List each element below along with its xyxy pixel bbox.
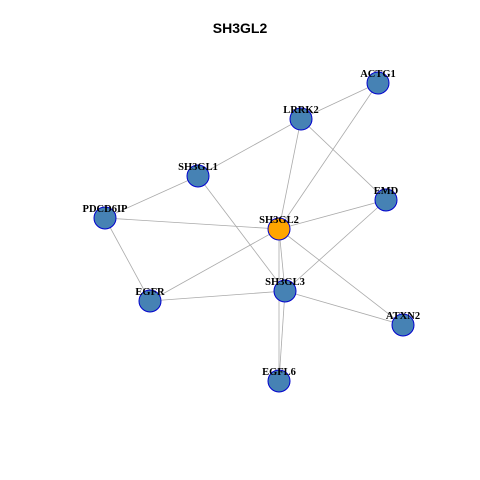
node-lrrk2[interactable]: LRRK2 [283,105,319,131]
node-label: LRRK2 [283,105,319,116]
node-label: PDCD6IP [83,204,128,215]
edge-emd-sh3gl2 [278,199,387,230]
node-circle[interactable] [289,107,313,131]
node-circle[interactable] [186,164,210,188]
node-label: SH3GL1 [178,162,218,173]
node-egfl6[interactable]: EGFL6 [262,367,296,393]
node-actg1[interactable]: ACTG1 [360,69,396,95]
edge-lrrk2-actg1 [300,82,379,120]
node-circle[interactable] [267,369,291,393]
edge-sh3gl2-atxn2 [278,228,404,326]
node-sh3gl1[interactable]: SH3GL1 [178,162,218,188]
edge-actg1-sh3gl2 [278,82,379,230]
node-circle[interactable] [366,71,390,95]
node-label: EGFR [135,287,165,298]
node-sh3gl3[interactable]: SH3GL3 [265,277,305,303]
node-circle[interactable] [273,279,297,303]
edge-pdcd6ip-egfr [104,217,151,302]
edge-lrrk2-sh3gl1 [197,118,302,177]
node-label: ACTG1 [360,69,396,80]
node-circle[interactable] [391,313,415,337]
edge-sh3gl1-pdcd6ip [104,175,199,219]
node-circle[interactable] [93,206,117,230]
edge-lrrk2-sh3gl2 [278,118,302,230]
node-pdcd6ip[interactable]: PDCD6IP [83,204,128,230]
edge-lrrk2-emd [300,118,387,201]
edge-sh3gl3-egfl6 [278,290,286,382]
edge-sh3gl1-sh3gl3 [197,175,286,292]
edge-pdcd6ip-sh3gl2 [104,217,280,230]
graph-title: SH3GL2 [212,20,268,36]
edge-egfr-sh3gl3 [149,290,286,302]
node-label: SH3GL2 [259,215,299,226]
node-circle[interactable] [374,188,398,212]
node-atxn2[interactable]: ATXN2 [386,311,420,337]
node-label: ATXN2 [386,311,420,322]
node-egfr[interactable]: EGFR [135,287,165,313]
node-circle[interactable] [138,289,162,313]
node-sh3gl2[interactable]: SH3GL2 [259,215,299,241]
node-label: SH3GL3 [265,277,305,288]
edge-sh3gl2-egfr [149,228,280,302]
node-label: EGFL6 [262,367,296,378]
edge-sh3gl3-atxn2 [284,290,404,326]
node-circle[interactable] [267,217,291,241]
edge-emd-sh3gl3 [284,199,387,292]
node-emd[interactable]: EMD [374,186,399,212]
node-label: EMD [374,186,399,197]
edge-layer [104,82,404,382]
